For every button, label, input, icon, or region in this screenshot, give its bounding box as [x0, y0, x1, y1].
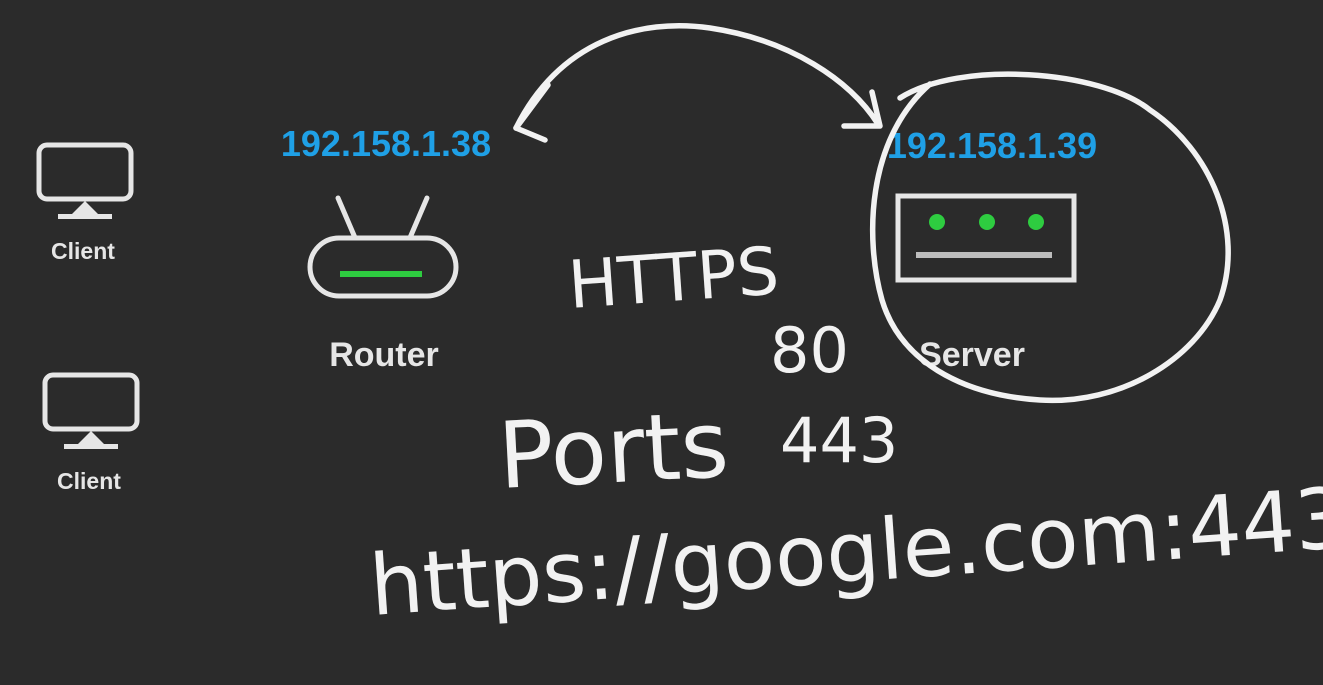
router-status-bar — [340, 271, 422, 277]
handwritten-port-80: 80 — [770, 314, 849, 387]
router-icon — [307, 195, 459, 299]
client-label: Client — [57, 468, 121, 494]
arrowhead-left-icon — [513, 82, 551, 143]
router-node: 192.158.1.38 Router — [281, 123, 491, 374]
server-node: 192.158.1.39 Server — [887, 125, 1097, 374]
status-led-icon — [979, 214, 995, 230]
handwritten-protocol: HTTPS — [566, 232, 782, 324]
router-label: Router — [329, 336, 439, 374]
client-node-1: Client — [36, 142, 134, 264]
double-arrow-icon — [513, 23, 881, 131]
server-ip: 192.158.1.39 — [887, 125, 1097, 166]
arrowhead-right-icon — [841, 89, 883, 129]
monitor-icon — [42, 372, 140, 449]
handwritten-ports-word: Ports — [496, 391, 732, 510]
client-node-2: Client — [42, 372, 140, 494]
client-label: Client — [51, 238, 115, 264]
monitor-icon — [36, 142, 134, 219]
handwritten-annotations: HTTPS 80 Ports 443 https://google.com:44… — [367, 23, 1323, 635]
server-icon — [895, 193, 1077, 283]
server-highlight-circle — [869, 71, 1231, 404]
status-led-icon — [1028, 214, 1044, 230]
router-ip: 192.158.1.38 — [281, 123, 491, 164]
status-led-icon — [929, 214, 945, 230]
handwritten-port-443: 443 — [780, 404, 898, 477]
